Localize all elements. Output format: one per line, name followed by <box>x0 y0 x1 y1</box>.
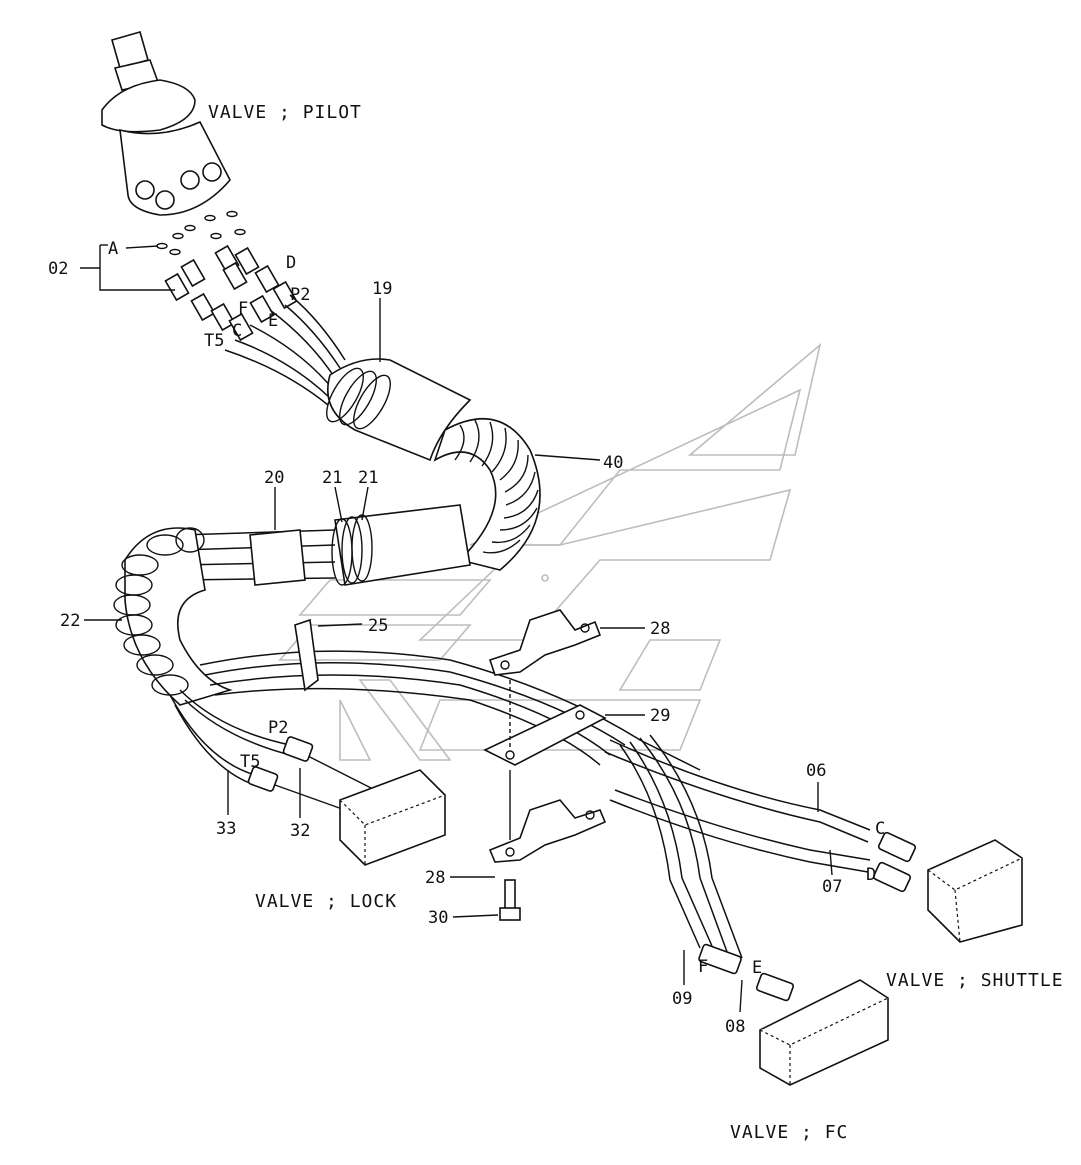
sleeve-21 <box>331 504 471 586</box>
port-t5-top: T5 <box>204 331 224 351</box>
port-a: A <box>108 239 118 259</box>
pilot-valve <box>101 31 246 256</box>
fc-fittings <box>698 943 795 1002</box>
clamp-28-upper <box>488 609 602 676</box>
part-06: 06 <box>806 761 826 781</box>
sleeve-20 <box>179 529 336 586</box>
clamp-28-lower <box>488 799 607 863</box>
part-02: 02 <box>48 259 68 279</box>
clamp-25 <box>294 618 319 692</box>
part-25: 25 <box>368 616 388 636</box>
port-e-top: E <box>268 311 278 331</box>
shuttle-fittings <box>872 831 917 893</box>
spiral-wrap-22 <box>113 527 233 706</box>
part-32: 32 <box>290 821 310 841</box>
upper-hose-bundle <box>224 294 346 406</box>
part-07: 07 <box>822 877 842 897</box>
part-19: 19 <box>372 279 392 299</box>
part-09: 09 <box>672 989 692 1009</box>
plate-29 <box>483 680 607 840</box>
lock-fittings <box>247 736 314 792</box>
part-20: 20 <box>264 468 284 488</box>
port-f-top: F <box>238 299 248 319</box>
shuttle-valve-box <box>927 839 1023 943</box>
part-21-a: 21 <box>322 468 342 488</box>
port-f-fc: F <box>698 957 708 977</box>
corrugated-sleeve-40 <box>433 417 541 571</box>
fc-valve-box <box>759 979 889 1086</box>
port-p2-top: P2 <box>290 285 310 305</box>
valve-lock-label: VALVE ; LOCK <box>255 891 397 912</box>
bolt-30 <box>499 879 521 921</box>
part-40: 40 <box>603 453 623 473</box>
part-28-upper: 28 <box>650 619 670 639</box>
port-p2-lock: P2 <box>268 718 288 738</box>
valve-pilot-label: VALVE ; PILOT <box>208 102 362 123</box>
part-22: 22 <box>60 611 80 631</box>
part-08: 08 <box>725 1017 745 1037</box>
leader-lines <box>80 244 833 1013</box>
lock-hoses <box>169 689 376 811</box>
watermark-logo <box>278 342 822 761</box>
valve-fc-label: VALVE ; FC <box>730 1122 848 1143</box>
port-t5-lock: T5 <box>240 752 260 772</box>
port-c-top: C <box>232 321 242 341</box>
lock-valve-box <box>339 769 446 866</box>
part-33: 33 <box>216 819 236 839</box>
part-30: 30 <box>428 908 448 928</box>
part-29: 29 <box>650 706 670 726</box>
port-e-fc: E <box>752 958 762 978</box>
port-c-shuttle: C <box>875 819 885 839</box>
port-d-shuttle: D <box>866 865 876 885</box>
part-28-lower: 28 <box>425 868 445 888</box>
orings <box>156 210 246 256</box>
valve-shuttle-label: VALVE ; SHUTTLE <box>886 970 1064 991</box>
port-d: D <box>286 253 296 273</box>
pilot-fittings <box>164 244 298 342</box>
part-21-b: 21 <box>358 468 378 488</box>
